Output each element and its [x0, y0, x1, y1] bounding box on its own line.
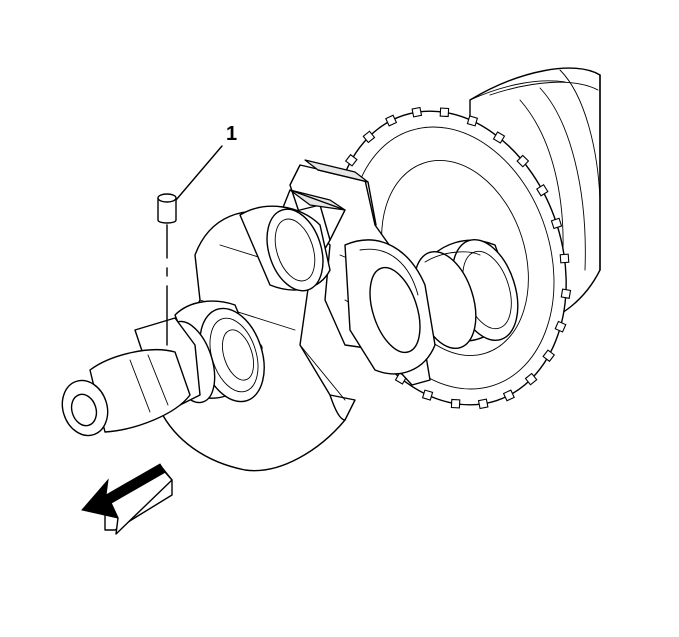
reluctor-tooth	[516, 154, 530, 168]
reluctor-tooth	[385, 114, 398, 127]
reluctor-tooth	[362, 130, 376, 144]
reluctor-tooth	[559, 253, 570, 264]
reluctor-tooth	[411, 106, 423, 118]
reluctor-tooth	[421, 389, 434, 401]
reluctor-tooth	[550, 217, 563, 230]
front-direction-arrow	[81, 463, 173, 535]
crankshaft-snout	[61, 317, 201, 437]
crank-pin	[239, 205, 331, 292]
reluctor-teeth	[344, 106, 572, 410]
reluctor-tooth	[524, 372, 538, 386]
reluctor-tooth	[554, 320, 567, 333]
reluctor-tooth	[560, 288, 572, 299]
reluctor-tooth	[344, 153, 358, 167]
reluctor-tooth	[536, 184, 549, 197]
reluctor-tooth	[477, 398, 489, 410]
reluctor-tooth	[492, 131, 506, 144]
callout-1: 1	[175, 123, 237, 201]
callout-label: 1	[226, 123, 237, 145]
reluctor-tooth	[450, 398, 461, 409]
middle-web	[344, 239, 436, 375]
reluctor-tooth	[502, 389, 515, 402]
dowel-pin	[157, 193, 177, 346]
reluctor-tooth	[542, 349, 556, 363]
reluctor-tooth	[439, 107, 450, 118]
reluctor-tooth	[466, 115, 479, 127]
